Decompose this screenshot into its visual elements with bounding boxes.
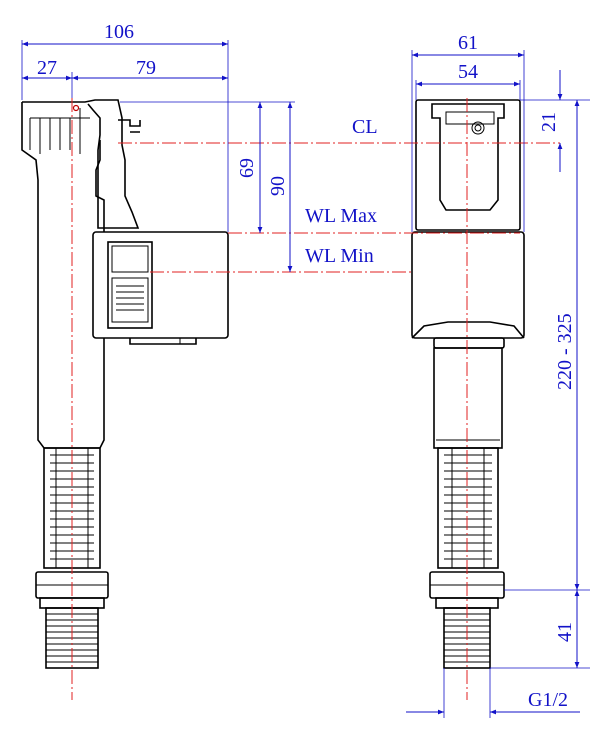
float-window bbox=[107, 241, 153, 329]
dim-21: 21 bbox=[538, 112, 560, 132]
dim-79: 79 bbox=[136, 57, 156, 79]
front-view bbox=[411, 99, 525, 669]
float-box bbox=[92, 231, 229, 339]
dim-41: 41 bbox=[554, 622, 576, 642]
dim-220-325: 220 - 325 bbox=[554, 313, 576, 390]
dim-g12: G1/2 bbox=[528, 689, 568, 711]
head-housing bbox=[415, 99, 521, 231]
wl-min-label: WL Min bbox=[305, 245, 374, 267]
dim-90: 90 bbox=[267, 176, 289, 196]
wl-max-label: WL Max bbox=[305, 205, 377, 227]
dim-27: 27 bbox=[37, 57, 57, 79]
dim-106: 106 bbox=[104, 21, 134, 43]
cl-label: CL bbox=[352, 116, 378, 138]
dim-54: 54 bbox=[458, 61, 478, 83]
dim-69: 69 bbox=[236, 158, 258, 178]
side-view bbox=[21, 99, 229, 669]
dim-61: 61 bbox=[458, 32, 478, 54]
